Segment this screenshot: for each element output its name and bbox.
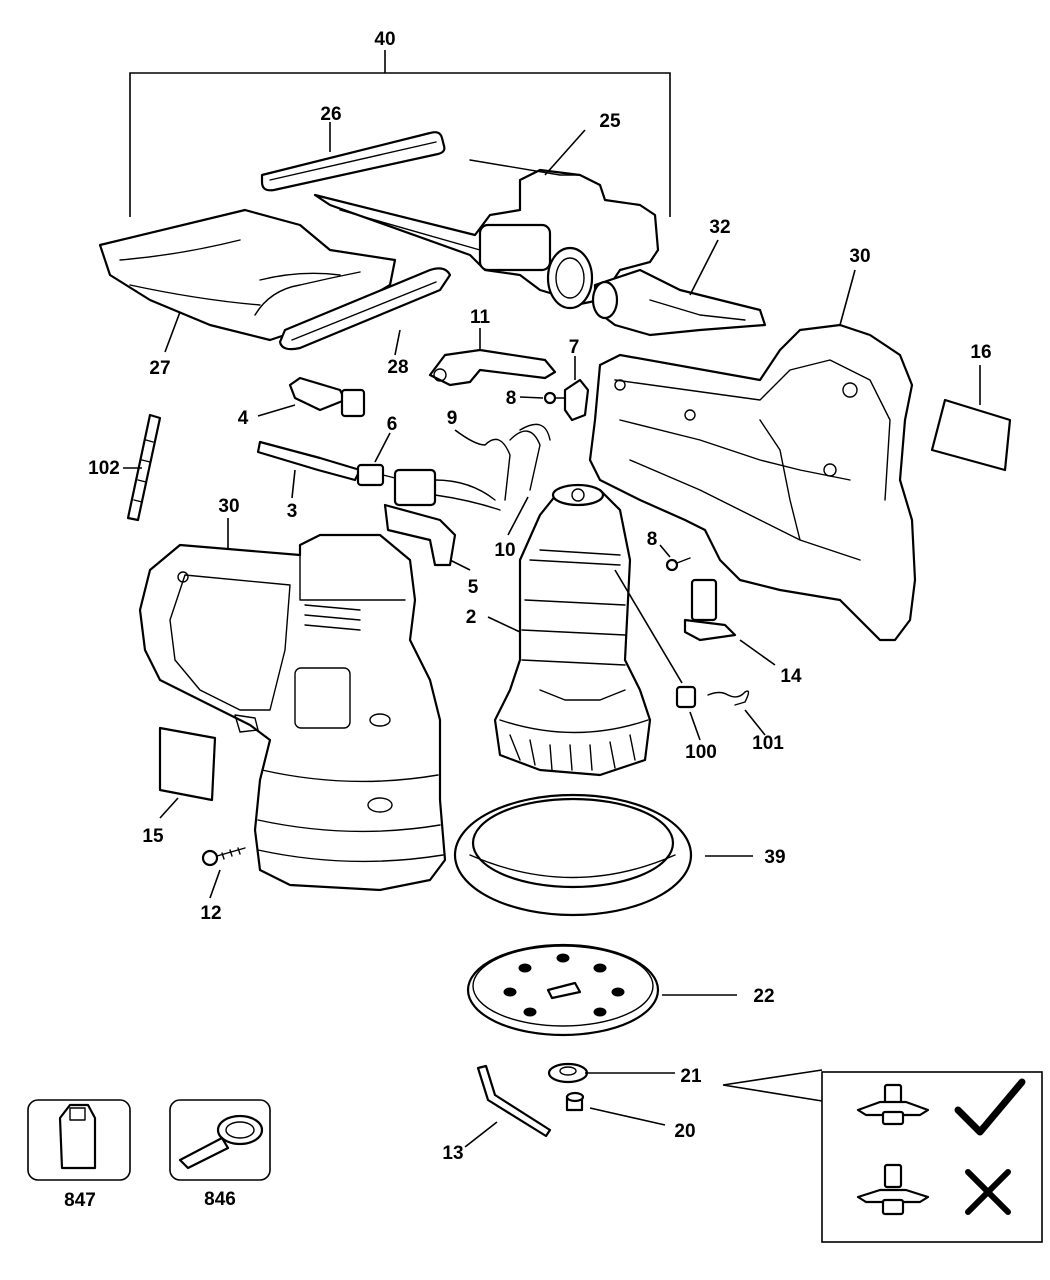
part-20-screw [565,1091,666,1126]
part-12-screw [201,847,246,899]
callout-847: 847 [64,1190,96,1211]
callout-8-upper: 8 [506,388,517,409]
part-6-switch [356,432,501,511]
part-11-switch-actuator [428,328,557,387]
callout-102: 102 [88,458,120,479]
part-3-cord [256,440,362,499]
part-2-motor [487,483,652,777]
part-28-clip [278,267,452,356]
callout-21: 21 [680,1066,702,1087]
callout-40: 40 [374,29,395,50]
callout-27: 27 [149,358,170,379]
callout-22: 22 [753,986,774,1007]
callout-14: 14 [780,666,802,687]
callout-7: 7 [569,337,580,358]
part-22-sanding-pad [466,943,737,1037]
part-14-brush-holder [683,578,776,666]
cross-mark-icon [965,1169,1011,1215]
callout-16: 16 [970,342,991,363]
callout-28: 28 [387,357,408,378]
callout-2: 2 [466,607,477,628]
part-25-extraction-tube [313,129,660,310]
part-8-screw-upper [519,391,566,405]
part-27-dust-bag [98,208,397,353]
callout-25: 25 [599,111,621,132]
part-13-hex-key [464,1064,552,1148]
part-39-shroud-ring [453,793,753,917]
callout-12: 12 [200,903,221,924]
callout-3: 3 [287,501,298,522]
part-30-housing-right [588,269,917,642]
inset-orientation-box [722,1069,1043,1243]
callout-10: 10 [494,540,515,561]
callout-4: 4 [238,408,249,429]
accessory-847-box [27,1099,131,1181]
callout-32: 32 [709,217,730,238]
callout-30-housing: 30 [849,246,870,267]
callout-13: 13 [442,1143,463,1164]
callout-26: 26 [320,104,341,125]
callout-11: 11 [470,307,491,328]
inset-screw-incorrect [856,1163,930,1216]
bracket-40 [129,50,671,217]
callout-30-body: 30 [218,496,239,517]
part-4-cord-guard [257,376,366,418]
part-30-sander-body [138,518,447,892]
part-15-label [158,726,217,819]
callout-6: 6 [387,414,398,435]
part-9-wires [454,423,551,501]
part-8-screw-lower [659,544,691,572]
part-26-rail [260,122,446,192]
inset-screw-correct [856,1083,930,1126]
part-100-brush [614,569,701,741]
callout-39: 39 [764,847,785,868]
part-5-switch-housing [383,503,471,571]
callout-846: 846 [204,1189,236,1210]
accessory-846-box [169,1099,271,1181]
part-10-lead [507,496,529,536]
callout-9: 9 [447,408,458,429]
callout-20: 20 [674,1121,695,1142]
part-16-label [930,365,1012,472]
part-102-strip [123,413,162,522]
callout-8-lower: 8 [647,529,658,550]
callout-15: 15 [142,826,164,847]
check-mark-icon [954,1078,1026,1136]
part-7-cord-clamp [563,356,590,422]
callout-labels: 40 26 25 32 30 16 27 28 11 7 8 4 6 9 102… [64,29,991,1211]
callout-100: 100 [685,742,717,763]
part-101-spring [707,690,766,736]
part-21-washer [547,1062,675,1084]
part-32-nozzle [591,239,767,337]
callout-5: 5 [468,577,479,598]
callout-101: 101 [752,733,784,754]
